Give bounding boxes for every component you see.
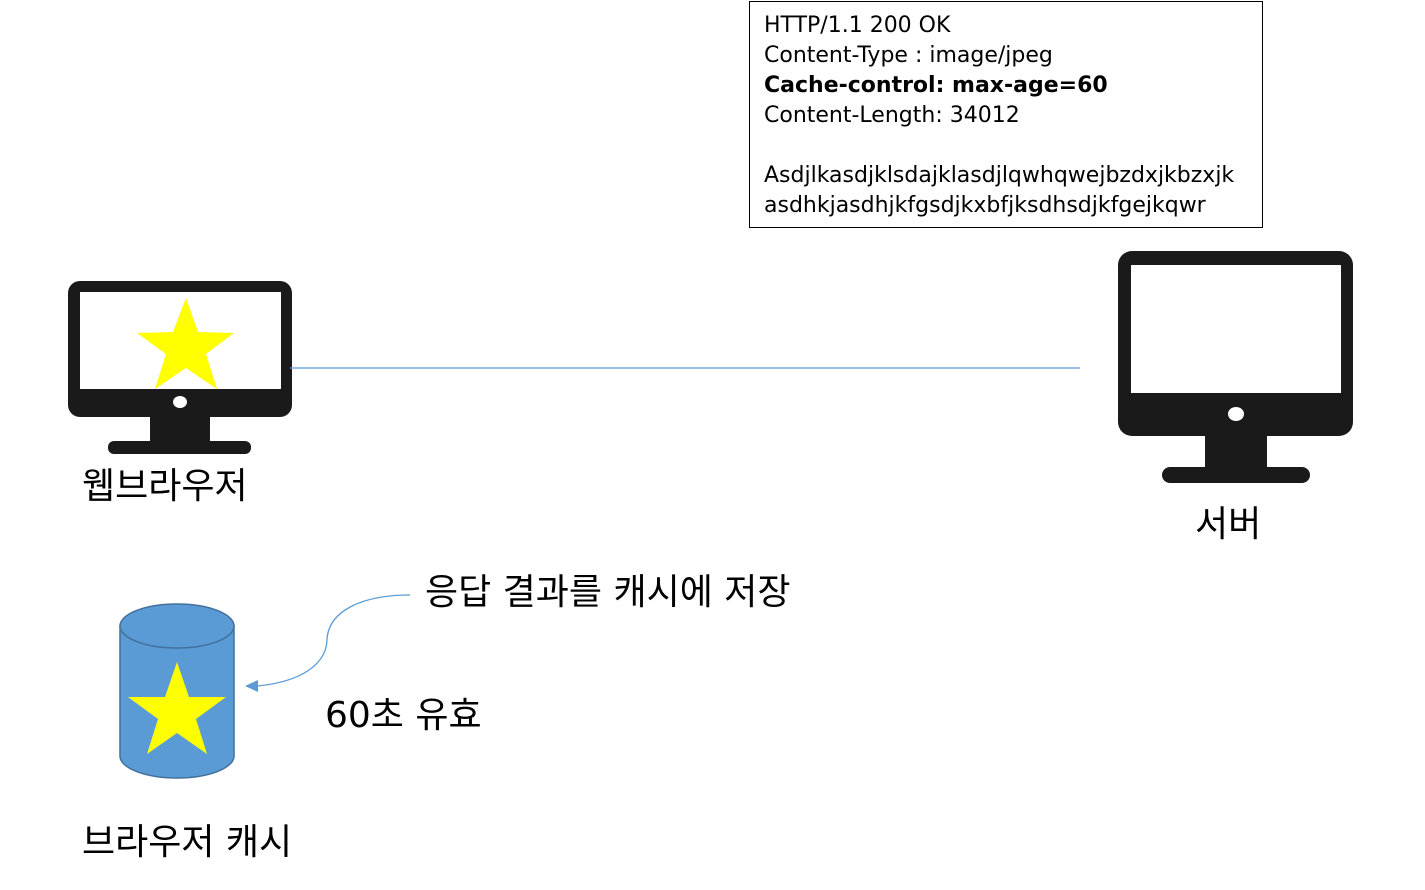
- content-length-header: Content-Length: 34012: [764, 103, 1020, 128]
- store-arrow: [245, 594, 411, 692]
- body-line-2: asdhkjasdhjkfgsdjkxbfjksdhsdjkfgejkqwr: [764, 193, 1206, 218]
- client-label: 웹브라우저: [82, 466, 248, 507]
- client-star-icon: [137, 298, 234, 389]
- cache-label: 브라우저 캐시: [82, 822, 293, 863]
- server-label: 서버: [1195, 504, 1262, 545]
- cache-star-icon: [128, 662, 226, 754]
- http-response-box: HTTP/1.1 200 OK Content-Type : image/jpe…: [749, 1, 1263, 228]
- content-type-header: Content-Type : image/jpeg: [764, 43, 1053, 68]
- store-note: 응답 결과를 캐시에 저장: [425, 572, 791, 613]
- server-monitor-icon: [1118, 251, 1353, 483]
- header-body-gap: [764, 131, 1262, 161]
- status-line: HTTP/1.1 200 OK: [764, 13, 951, 38]
- body-line-1: Asdjlkasdjklsdajklasdjlqwhqwejbzdxjkbzxj…: [764, 163, 1235, 188]
- validity-note: 60초 유효: [325, 695, 482, 736]
- cache-control-header: Cache-control: max-age=60: [764, 73, 1108, 98]
